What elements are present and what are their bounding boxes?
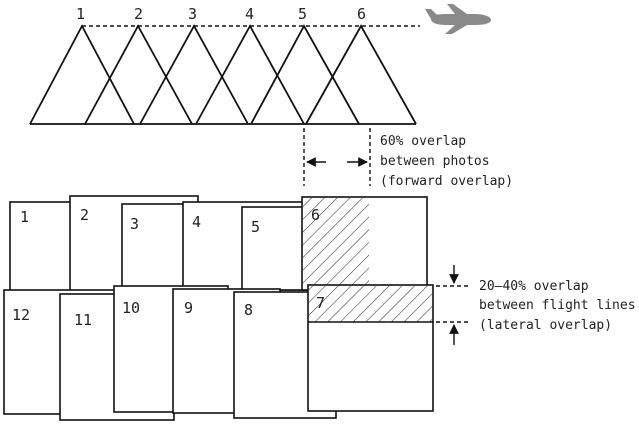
photo-number-8: 8 <box>244 301 253 319</box>
forward-overlap-line-2: between photos <box>380 154 490 169</box>
lateral-overlap-line-3: (lateral overlap) <box>479 318 612 333</box>
footprint-triangles <box>29 24 417 125</box>
flight-number-5: 5 <box>298 5 307 23</box>
photo-number-9: 9 <box>184 299 193 317</box>
forward-overlap-area <box>303 198 369 289</box>
lateral-overlap-caption: 20—40% overlap between flight lines (lat… <box>479 279 636 333</box>
photo-number-12: 12 <box>12 306 30 324</box>
photo-number-3: 3 <box>130 215 139 233</box>
footprint-triangle-1 <box>29 24 135 125</box>
footprint-triangle-3 <box>139 24 249 125</box>
photo-number-6: 6 <box>311 206 320 224</box>
photo-row-bottom <box>3 284 434 421</box>
photo-number-10: 10 <box>122 299 140 317</box>
footprint-triangle-2 <box>84 24 193 125</box>
flight-number-2: 2 <box>134 5 143 23</box>
flight-number-4: 4 <box>245 5 254 23</box>
photo-number-7: 7 <box>316 294 325 312</box>
lateral-overlap-line-1: 20—40% overlap <box>479 279 589 294</box>
photo-row-top <box>9 195 428 293</box>
airplane-icon <box>425 4 491 34</box>
footprint-triangle-4 <box>195 24 305 125</box>
forward-overlap-line-1: 60% overlap <box>380 134 466 149</box>
photo-number-5: 5 <box>251 218 260 236</box>
flight-number-1: 1 <box>76 5 85 23</box>
flight-number-6: 6 <box>357 5 366 23</box>
forward-overlap-caption: 60% overlap between photos (forward over… <box>380 134 513 189</box>
flight-number-labels: 1 2 3 4 5 6 <box>76 5 366 23</box>
photo-number-1: 1 <box>20 208 29 226</box>
lateral-overlap-area <box>309 286 432 322</box>
footprint-triangle-5 <box>250 24 360 125</box>
photo-number-labels: 1 2 3 4 5 6 7 8 9 10 11 12 <box>12 206 325 329</box>
flight-number-3: 3 <box>188 5 197 23</box>
lateral-overlap-line-2: between flight lines <box>479 298 636 313</box>
photo-number-4: 4 <box>192 213 201 231</box>
forward-overlap-line-3: (forward overlap) <box>380 174 513 189</box>
photo-number-2: 2 <box>80 206 89 224</box>
footprint-triangle-6 <box>305 24 417 125</box>
photo-number-11: 11 <box>74 311 92 329</box>
